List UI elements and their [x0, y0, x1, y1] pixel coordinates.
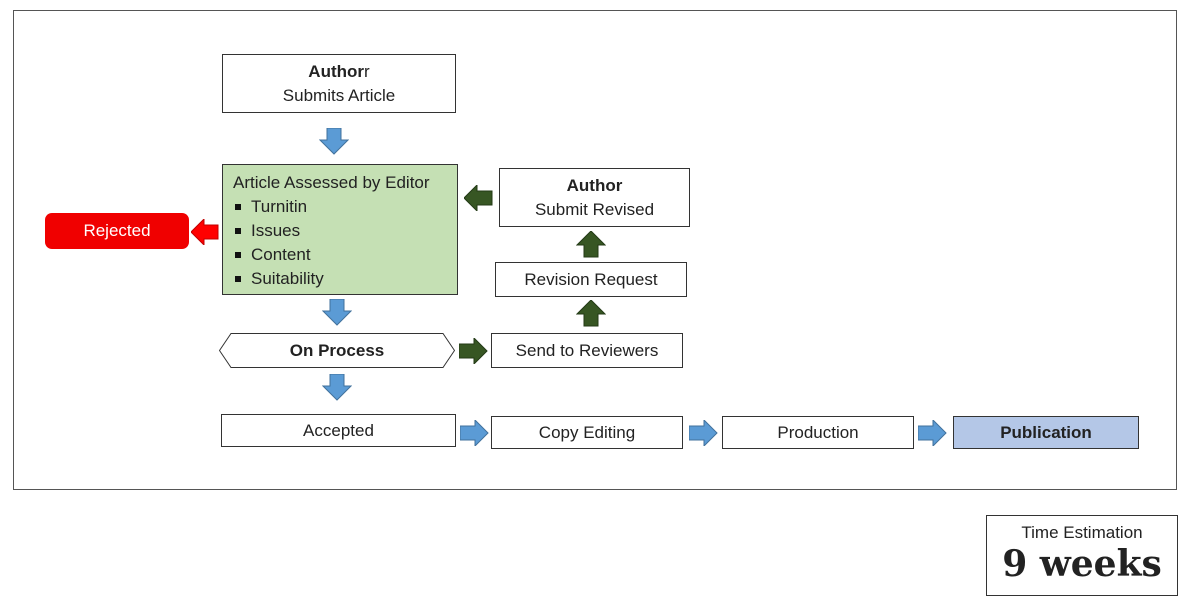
time-estimation-box: Time Estimation 9 weeks — [986, 515, 1178, 596]
author-revised-box: Author Submit Revised — [499, 168, 690, 227]
arrow-right-icon — [459, 338, 488, 364]
accepted-label: Accepted — [303, 420, 374, 440]
rejected-label: Rejected — [83, 221, 151, 240]
on-process-node: On Process — [219, 333, 455, 368]
criteria-item: Suitability — [233, 267, 324, 291]
author-submits-subtitle: Submits Article — [282, 85, 396, 105]
send-to-reviewers-label: Send to Reviewers — [515, 340, 659, 360]
revision-request-label: Revision Request — [524, 269, 658, 289]
production-box: Production — [722, 416, 914, 449]
diagram-frame — [13, 10, 1177, 490]
production-label: Production — [777, 422, 859, 442]
arrow-right-icon — [689, 420, 718, 446]
arrow-up-icon — [576, 300, 606, 327]
copy-editing-box: Copy Editing — [491, 416, 683, 449]
time-estimation-label: Time Estimation — [1021, 523, 1143, 542]
arrow-right-icon — [918, 420, 947, 446]
on-process-label: On Process — [289, 340, 385, 360]
arrow-down-icon — [322, 374, 352, 401]
author-submits-title: Authorr — [308, 61, 370, 81]
arrow-right-icon — [460, 420, 489, 446]
time-estimation-value: 9 weeks — [1002, 543, 1162, 585]
accepted-box: Accepted — [221, 414, 456, 447]
copy-editing-label: Copy Editing — [538, 422, 636, 442]
publication-box: Publication — [953, 416, 1139, 449]
arrow-down-icon — [322, 299, 352, 326]
author-submits-box: Authorr Submits Article — [222, 54, 456, 113]
editor-assessment-box: Article Assessed by Editor Turnitin Issu… — [222, 164, 458, 295]
publication-label: Publication — [1000, 422, 1092, 442]
send-to-reviewers-box: Send to Reviewers — [491, 333, 683, 368]
on-process-hexagon — [219, 333, 455, 368]
criteria-item: Content — [233, 243, 324, 267]
rejected-box: Rejected — [45, 213, 189, 249]
criteria-item: Turnitin — [233, 195, 324, 219]
arrow-left-icon — [464, 185, 493, 211]
revision-request-box: Revision Request — [495, 262, 687, 297]
editor-assessment-title: Article Assessed by Editor — [233, 173, 430, 192]
author-revised-title: Author — [566, 175, 623, 195]
criteria-item: Issues — [233, 219, 324, 243]
arrow-up-icon — [576, 231, 606, 258]
arrow-left-icon — [191, 219, 219, 245]
author-revised-subtitle: Submit Revised — [534, 199, 655, 219]
arrow-down-icon — [319, 128, 349, 155]
assessment-criteria-list: Turnitin Issues Content Suitability — [233, 195, 324, 291]
